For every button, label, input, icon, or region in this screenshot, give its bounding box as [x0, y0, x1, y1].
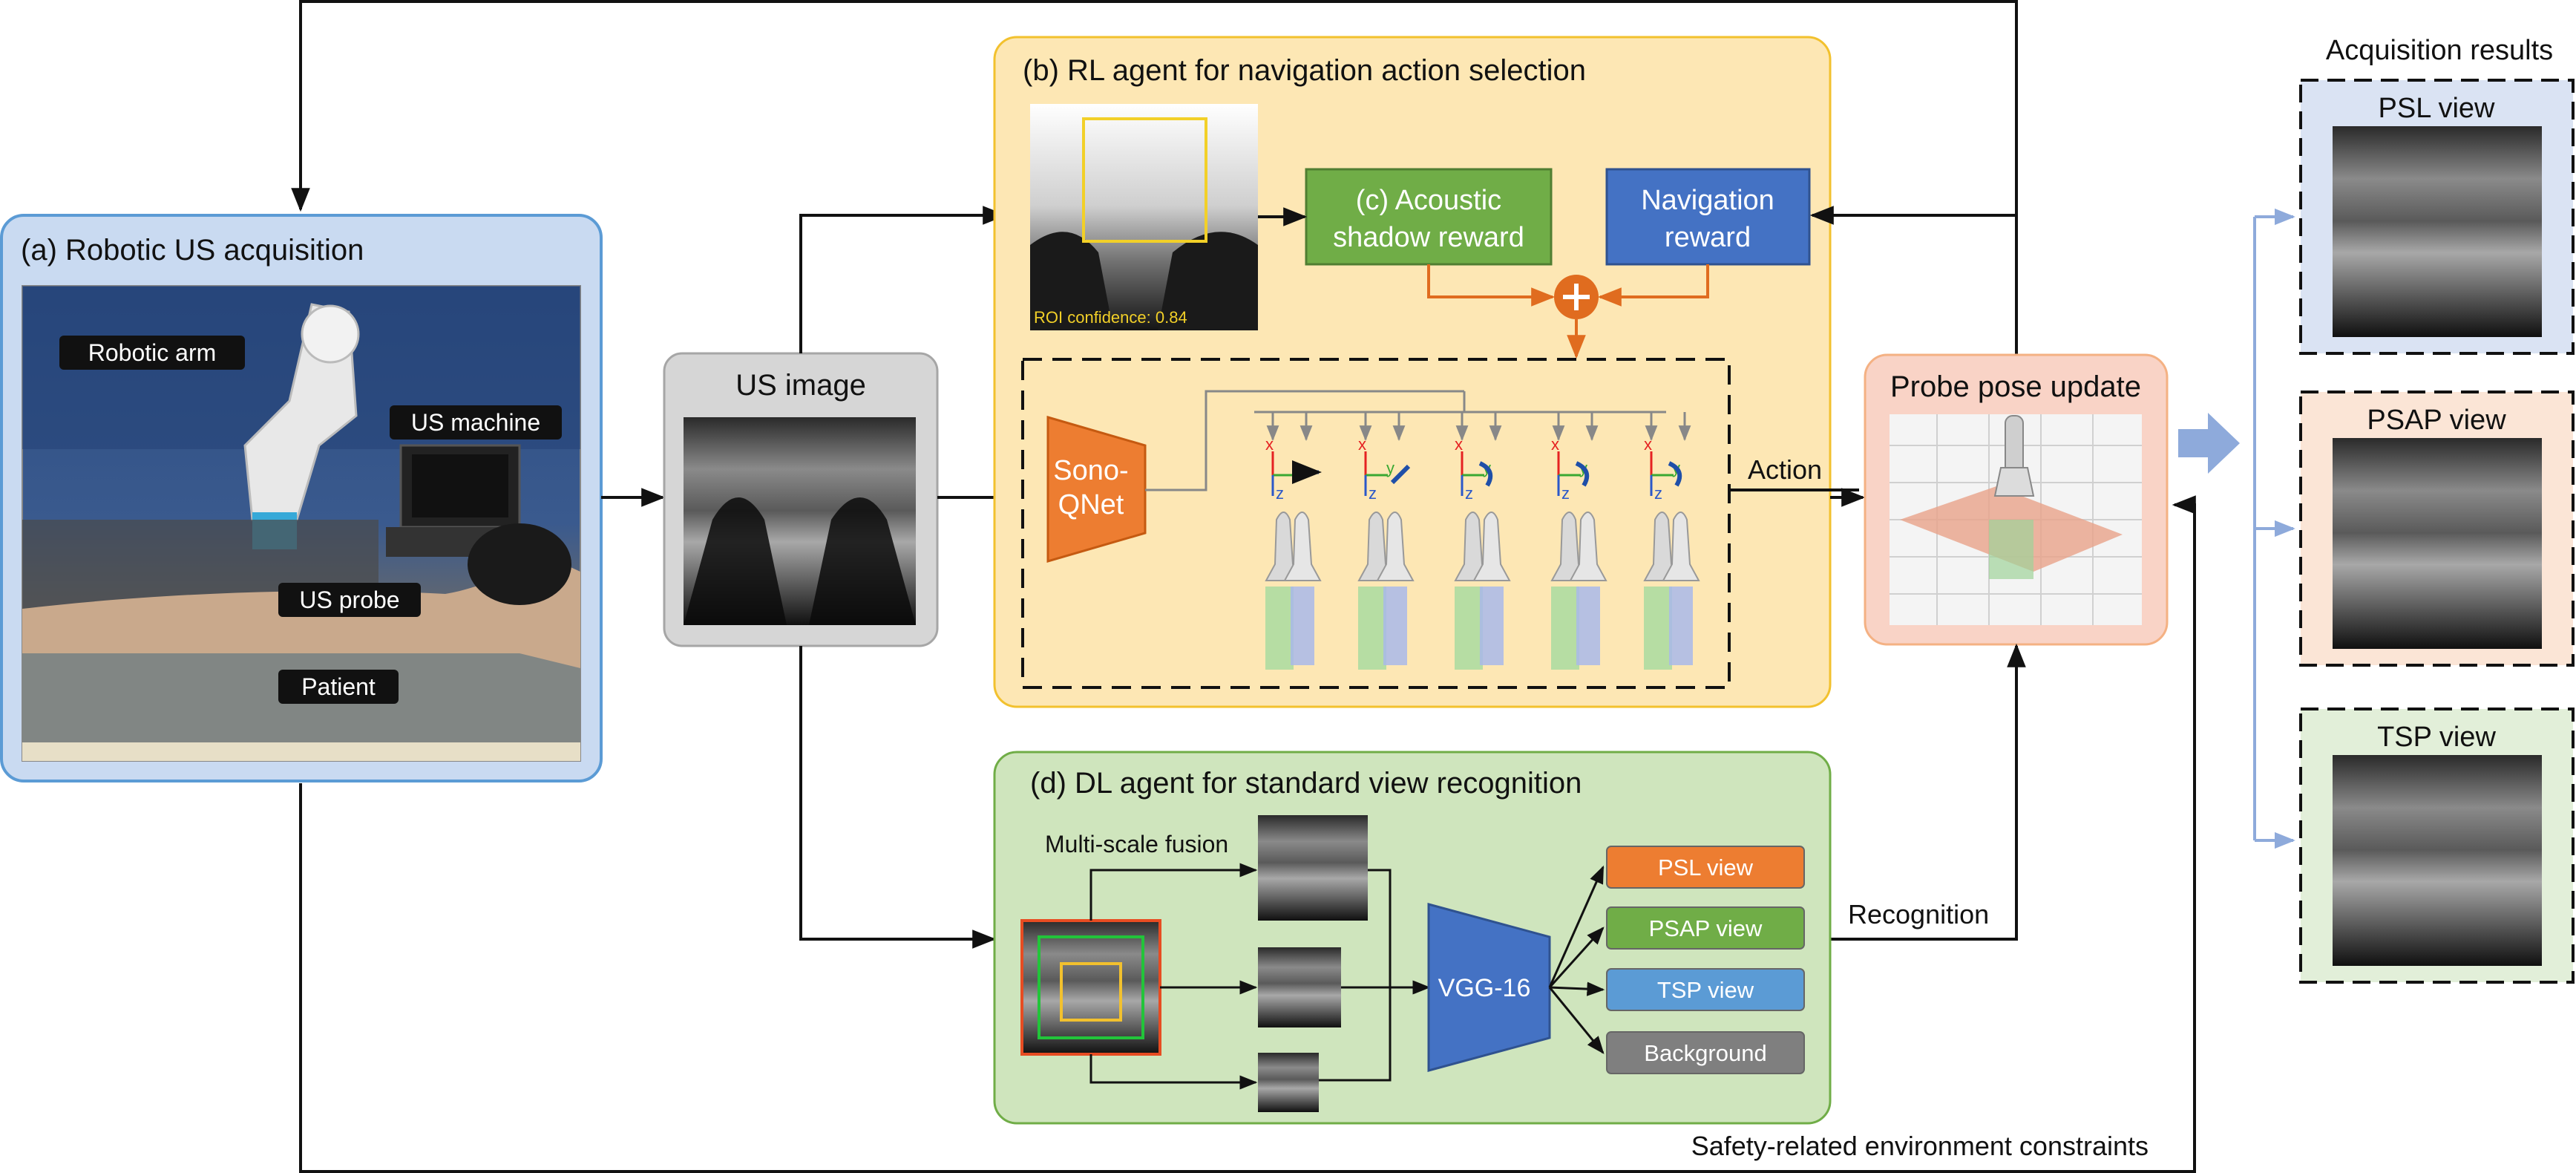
class-label: PSAP view: [1649, 915, 1763, 941]
sonoqnet-block: Sono- QNet: [1046, 416, 1147, 563]
class-label: TSP view: [1657, 977, 1754, 1003]
input-crop-image: [1020, 919, 1161, 1056]
svg-text:x: x: [1551, 435, 1559, 454]
scale-patch-large: [1258, 815, 1368, 921]
multi-scale-fusion-label: Multi-scale fusion: [1045, 831, 1228, 857]
class-box: PSAP view: [1606, 906, 1805, 950]
class-label: PSL view: [1658, 855, 1754, 880]
class-box: TSP view: [1606, 968, 1805, 1011]
svg-text:Sono-: Sono-: [1053, 455, 1128, 486]
class-arrow: [1548, 865, 1605, 988]
action-label: Action: [1748, 454, 1822, 485]
action-icon: xyz: [1550, 435, 1607, 670]
arrow-recognition-to-pose: [1830, 643, 2026, 941]
tag-us-machine: US machine: [390, 405, 562, 440]
probe-pose-3d-scene: [1890, 414, 2142, 625]
big-arrow-to-results: [2178, 413, 2240, 474]
tag-patient: Patient: [278, 670, 399, 704]
arrow-acoustic-to-sum: [1427, 264, 1556, 307]
us-image-scan: [684, 417, 916, 625]
reward-sum-icon: [1554, 275, 1599, 319]
svg-text:reward: reward: [1665, 222, 1751, 253]
panel-robotic-acquisition: (a) Robotic US acquisition Robotic arm: [0, 214, 603, 782]
class-box: Background: [1606, 1031, 1805, 1074]
svg-text:x: x: [1358, 435, 1366, 454]
roi-confidence-text: ROI confidence: 0.84: [1034, 308, 1187, 327]
svg-text:z: z: [1561, 484, 1570, 503]
arrow-navigation-to-sum: [1597, 264, 1709, 307]
svg-text:z: z: [1276, 484, 1284, 503]
svg-text:(c) Acoustic: (c) Acoustic: [1356, 185, 1501, 216]
fusion-connectors: [1089, 863, 1431, 1090]
result-view: PSAP view: [2299, 391, 2575, 667]
svg-text:x: x: [1644, 435, 1652, 454]
svg-text:y: y: [1294, 459, 1302, 477]
class-label: Background: [1644, 1040, 1766, 1066]
svg-text:y: y: [1386, 459, 1394, 477]
panel-d-title: (d) DL agent for standard view recogniti…: [1030, 767, 1582, 800]
action-icon: xyz: [1454, 435, 1511, 670]
svg-text:z: z: [1654, 484, 1662, 503]
svg-text:shadow reward: shadow reward: [1333, 222, 1524, 253]
us-image-title: US image: [735, 369, 866, 402]
results-bracket: [2253, 208, 2295, 849]
action-branch-tree: [1145, 390, 1666, 491]
navigation-reward-box: Navigation reward: [1605, 168, 1811, 266]
panel-us-image: US image: [663, 352, 939, 647]
svg-text:Robotic arm: Robotic arm: [88, 339, 217, 366]
roi-box: [1082, 117, 1207, 243]
class-arrow: [1548, 927, 1605, 989]
safety-constraints-label: Safety-related environment constraints: [1691, 1131, 2149, 1161]
panel-probe-pose-update: Probe pose update: [1864, 353, 2169, 646]
scale-patch-small: [1258, 1053, 1319, 1112]
svg-text:z: z: [1465, 484, 1473, 503]
svg-text:US machine: US machine: [411, 409, 540, 436]
tag-robotic-arm: Robotic arm: [59, 336, 245, 370]
arrow-image-to-dl-agent: [799, 646, 997, 949]
panel-b-title: (b) RL agent for navigation action selec…: [1023, 54, 1586, 87]
panel-dl-agent: (d) DL agent for standard view recogniti…: [993, 751, 1832, 1125]
result-view: TSP view: [2299, 708, 2575, 984]
recognition-label: Recognition: [1848, 899, 1989, 929]
probe-pose-title: Probe pose update: [1890, 370, 2141, 403]
svg-text:x: x: [1265, 435, 1274, 454]
svg-text:US probe: US probe: [299, 586, 399, 613]
action-icon: xyz: [1643, 435, 1700, 670]
action-icon: x yz: [1265, 435, 1322, 670]
safety-loop-bottom: [299, 495, 2196, 1173]
result-view-image: [2333, 438, 2542, 649]
class-arrow: [1549, 981, 1605, 996]
svg-text:x: x: [1455, 435, 1463, 454]
result-view-label: PSL view: [2379, 93, 2496, 124]
class-box: PSL view: [1606, 846, 1805, 889]
result-view-image: [2333, 126, 2542, 337]
vgg16-block: VGG-16: [1427, 903, 1551, 1072]
result-view: PSL view: [2299, 79, 2575, 355]
acoustic-shadow-reward-box: (c) Acoustic shadow reward: [1305, 168, 1553, 266]
action-selection-box: [1021, 358, 1731, 689]
arrow-image-to-roi: [799, 206, 1007, 353]
result-view-label: TSP view: [2377, 722, 2496, 753]
svg-text:QNet: QNet: [1058, 489, 1124, 520]
scale-patch-medium: [1258, 947, 1341, 1027]
class-arrow: [1548, 987, 1605, 1054]
result-view-image: [2333, 755, 2542, 966]
panel-rl-agent: (b) RL agent for navigation action selec…: [993, 36, 1859, 708]
svg-text:Patient: Patient: [301, 673, 376, 700]
svg-text:VGG-16: VGG-16: [1438, 974, 1531, 1002]
action-icon: x yz: [1357, 435, 1415, 670]
tag-us-probe: US probe: [278, 583, 421, 617]
panel-a-title: (a) Robotic US acquisition: [21, 234, 364, 267]
acquisition-results-title: Acquisition results: [2326, 35, 2553, 66]
arrow-pose-to-navigation-reward: [1809, 206, 2018, 355]
feedback-loop-top: [291, 0, 2018, 215]
svg-text:z: z: [1369, 484, 1377, 503]
svg-text:Navigation: Navigation: [1641, 185, 1774, 216]
roi-confidence-map: ROI confidence: 0.84: [1030, 104, 1258, 330]
result-view-label: PSAP view: [2367, 405, 2506, 436]
